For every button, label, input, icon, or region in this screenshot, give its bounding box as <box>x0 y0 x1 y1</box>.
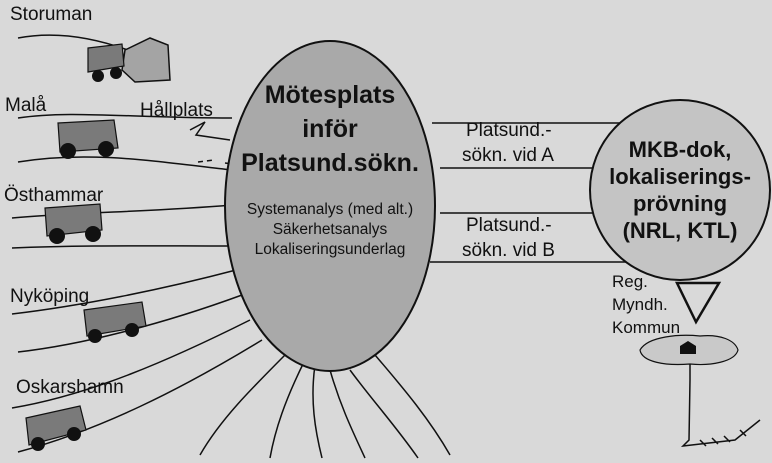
mkb-line: lokaliserings- <box>590 163 770 190</box>
truck-nykoping-icon <box>84 302 146 343</box>
fan-line-2 <box>270 360 305 458</box>
site-label-osthammar: Östhammar <box>4 186 103 205</box>
investigation-a-line-2: sökn. vid A <box>462 146 554 165</box>
meeting-title: Mötesplats inför Platsund.sökn. <box>230 78 430 180</box>
site-label-oskarshamn: Oskarshamn <box>16 378 124 397</box>
meeting-tasks: Systemanalys (med alt.) Säkerhetsanalys … <box>222 200 438 260</box>
investigation-b-line-2: sökn. vid B <box>462 241 555 260</box>
down-triangle-icon <box>677 283 719 322</box>
authority-kommun: Kommun <box>612 319 680 336</box>
site-label-mala: Malå <box>5 96 46 115</box>
osthammar-line-bottom <box>12 246 230 248</box>
municipality-cloud-icon <box>640 335 738 364</box>
fan-line-1 <box>200 350 290 455</box>
investigation-b-line-1: Platsund.- <box>466 216 552 235</box>
meeting-task: Säkerhetsanalys <box>222 220 438 240</box>
stop-dash-2 <box>198 160 214 162</box>
truck-storuman-icon <box>88 44 124 82</box>
authority-reg: Reg. <box>612 273 648 290</box>
mala-line-bottom <box>18 157 232 170</box>
fan-line-5 <box>350 370 418 458</box>
stop-dash-1 <box>190 122 230 140</box>
fan-line-6 <box>375 355 450 455</box>
meeting-task: Systemanalys (med alt.) <box>222 200 438 220</box>
fan-line-3 <box>313 365 322 458</box>
truck-osthammar-icon <box>45 204 102 244</box>
meeting-title-line: Platsund.sökn. <box>230 146 430 180</box>
meeting-task: Lokaliseringsunderlag <box>222 240 438 260</box>
truck-oskarshamn-icon <box>26 406 86 451</box>
investigation-a-line-1: Platsund.- <box>466 121 552 140</box>
rock-pile-icon <box>122 38 170 82</box>
meeting-title-line: Mötesplats <box>230 78 430 112</box>
mkb-line: prövning <box>590 190 770 217</box>
stop-label: Hållplats <box>140 101 213 120</box>
authority-line <box>683 360 760 446</box>
mkb-text: MKB-dok, lokaliserings- prövning (NRL, K… <box>590 136 770 244</box>
mkb-line: (NRL, KTL) <box>590 217 770 244</box>
truck-mala-icon <box>58 120 118 159</box>
authority-myndh: Myndh. <box>612 296 668 313</box>
site-label-nykoping: Nyköping <box>10 287 89 306</box>
meeting-title-line: inför <box>230 112 430 146</box>
site-label-storuman: Storuman <box>10 5 92 24</box>
mkb-line: MKB-dok, <box>590 136 770 163</box>
